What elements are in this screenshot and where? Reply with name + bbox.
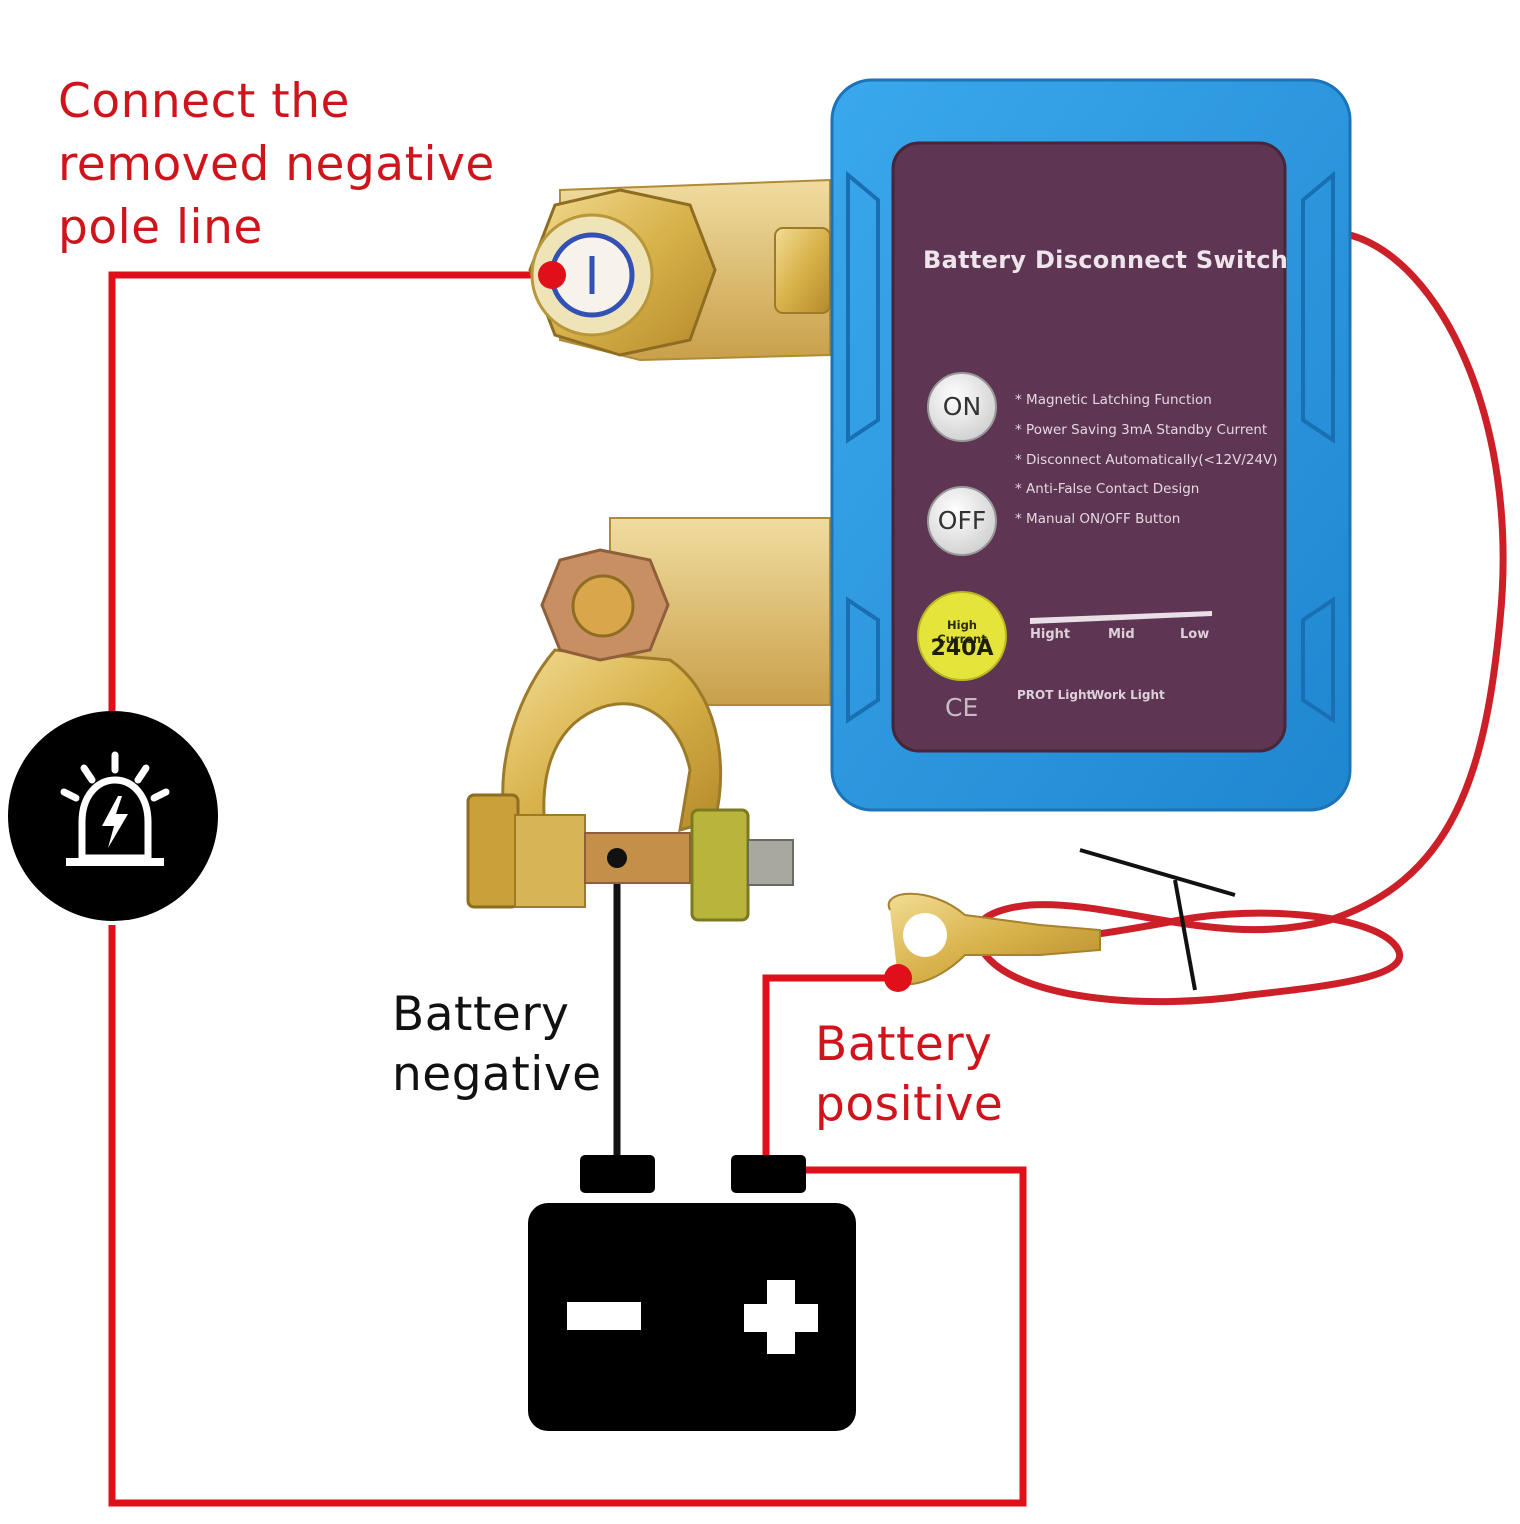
- feature-item: * Anti-False Contact Design: [1015, 481, 1200, 497]
- callout-negative-pole: Connect the removed negative pole line: [58, 70, 495, 259]
- circuit-wire-positive: [762, 974, 898, 1158]
- feature-item: * Power Saving 3mA Standby Current: [1015, 422, 1268, 438]
- on-button: [927, 372, 997, 442]
- work-light-label: Work Light: [1091, 688, 1165, 702]
- off-button-label: OFF: [937, 506, 987, 535]
- level-label-mid: Mid: [1108, 627, 1135, 642]
- positive-terminal-dot: [884, 964, 912, 992]
- high-current-value: 240A: [930, 636, 994, 661]
- callout-battery-positive: Battery positive: [815, 1015, 1003, 1135]
- high-current-badge: [917, 591, 1007, 681]
- circuit-wire-negative-loop: [108, 271, 552, 712]
- feature-item: * Disconnect Automatically(<12V/24V): [1015, 452, 1278, 468]
- level-label-high: Hight: [1030, 627, 1071, 642]
- callout-negative-pole-line2: removed negative: [58, 137, 495, 192]
- circuit-wire-bottom-loop: [108, 925, 1027, 1507]
- level-label-low: Low: [1180, 627, 1210, 642]
- alarm-light-icon: [8, 711, 218, 921]
- upper-terminal-bracket: [528, 178, 831, 362]
- callout-negative-pole-line3: pole line: [58, 200, 263, 255]
- callout-battery-positive-line2: positive: [815, 1077, 1004, 1132]
- negative-pole-dot: [538, 261, 566, 289]
- feature-item: * Manual ON/OFF Button: [1015, 511, 1181, 527]
- prot-light-label: PROT Light: [1017, 688, 1093, 702]
- callout-battery-positive-line1: Battery: [815, 1017, 993, 1072]
- callout-negative-pole-line1: Connect the: [58, 74, 350, 129]
- off-button: [927, 486, 997, 556]
- callout-battery-negative-line1: Battery: [392, 987, 570, 1042]
- on-button-label: ON: [942, 392, 982, 421]
- callout-battery-negative-line2: negative: [392, 1047, 602, 1102]
- switch-device: [830, 78, 1352, 812]
- high-current-label: High Current: [937, 618, 987, 646]
- feature-item: * Magnetic Latching Function: [1015, 392, 1212, 408]
- ce-mark: CE: [945, 693, 979, 722]
- device-title: Battery Disconnect Switch: [923, 246, 1289, 274]
- callout-battery-negative: Battery negative: [392, 985, 602, 1105]
- switch-red-cable: [887, 231, 1507, 1006]
- lower-terminal-clamp: [466, 517, 831, 922]
- battery-icon: [528, 1155, 856, 1431]
